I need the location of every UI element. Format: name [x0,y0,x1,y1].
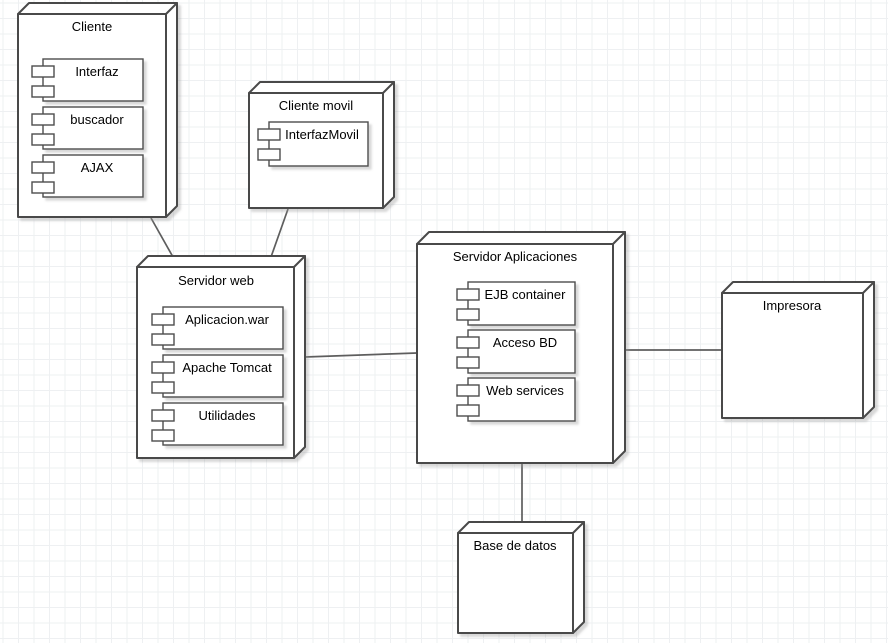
component-aplicacion-war[interactable]: Aplicacion.war [151,306,284,350]
component-acceso-bd[interactable]: Acceso BD [456,329,576,374]
connectors [150,208,722,524]
component-tab-icon [456,404,480,417]
component-tab-icon [151,381,175,394]
component-interfazmovil[interactable]: InterfazMovil [257,121,369,167]
node-title: Servidor Aplicaciones [453,249,578,264]
node-servidor-web[interactable]: Servidor web Aplicacion.war Apache Tomca… [136,255,306,459]
component-tab-icon [456,308,480,321]
node-box-edges [416,231,626,464]
component-box[interactable] [268,121,369,167]
node-box-edges [457,521,585,634]
component-box[interactable] [162,402,284,446]
component-label: InterfazMovil [285,127,359,142]
node-box-edges [17,2,178,218]
component-box[interactable] [42,58,144,102]
component-tab-icon [31,133,55,146]
component-box[interactable] [467,377,576,422]
component-label: Interfaz [75,64,118,79]
component-ajax[interactable]: AJAX [31,154,144,198]
component-tab-icon [31,161,55,174]
component-box[interactable] [162,354,284,398]
component-tab-icon [456,356,480,369]
connector-cliente-servidor-web[interactable] [150,217,174,258]
component-tab-icon [31,85,55,98]
component-tab-icon [257,148,281,161]
node-title: Cliente [72,19,112,34]
component-label: Web services [486,383,564,398]
component-tab-icon [151,333,175,346]
node-impresora[interactable]: Impresora [721,281,875,419]
node-box[interactable] [457,521,585,634]
component-tab-icon [257,128,281,141]
node-box-edges [248,81,395,209]
component-interfaz[interactable]: Interfaz [31,58,144,102]
node-cliente-movil[interactable]: Cliente movil InterfazMovil [248,81,395,209]
node-cliente[interactable]: Cliente Interfaz buscador AJAX [17,2,178,218]
component-tab-icon [151,313,175,326]
component-tab-icon [31,181,55,194]
node-box[interactable] [721,281,875,419]
component-label: EJB container [485,287,567,302]
component-web-services[interactable]: Web services [456,377,576,422]
component-label: Apache Tomcat [182,360,272,375]
component-label: buscador [70,112,124,127]
component-box[interactable] [42,154,144,198]
component-box[interactable] [467,329,576,374]
component-tab-icon [456,288,480,301]
component-label: Acceso BD [493,335,557,350]
node-title: Impresora [763,298,822,313]
connector-cliente-movil-servidor-web[interactable] [270,208,289,258]
component-utilidades[interactable]: Utilidades [151,402,284,446]
connector-servidor-web-servidor-aplicaciones[interactable] [304,352,418,358]
node-base-de-datos[interactable]: Base de datos [457,521,585,634]
node-box-edges [721,281,875,419]
component-tab-icon [31,113,55,126]
component-ejb-container[interactable]: EJB container [456,281,576,326]
component-apache-tomcat[interactable]: Apache Tomcat [151,354,284,398]
component-tab-icon [151,409,175,422]
component-label: Aplicacion.war [185,312,269,327]
node-title: Servidor web [178,273,254,288]
component-box[interactable] [42,106,144,150]
component-tab-icon [456,336,480,349]
node-box-edges [136,255,306,459]
component-label: Utilidades [198,408,256,423]
node-title: Cliente movil [279,98,354,113]
component-label: AJAX [81,160,114,175]
component-box[interactable] [162,306,284,350]
component-tab-icon [456,384,480,397]
component-tab-icon [151,429,175,442]
node-servidor-aplicaciones[interactable]: Servidor Aplicaciones EJB container Acce… [416,231,626,464]
component-tab-icon [31,65,55,78]
component-tab-icon [151,361,175,374]
component-buscador[interactable]: buscador [31,106,144,150]
node-title: Base de datos [473,538,557,553]
component-box[interactable] [467,281,576,326]
